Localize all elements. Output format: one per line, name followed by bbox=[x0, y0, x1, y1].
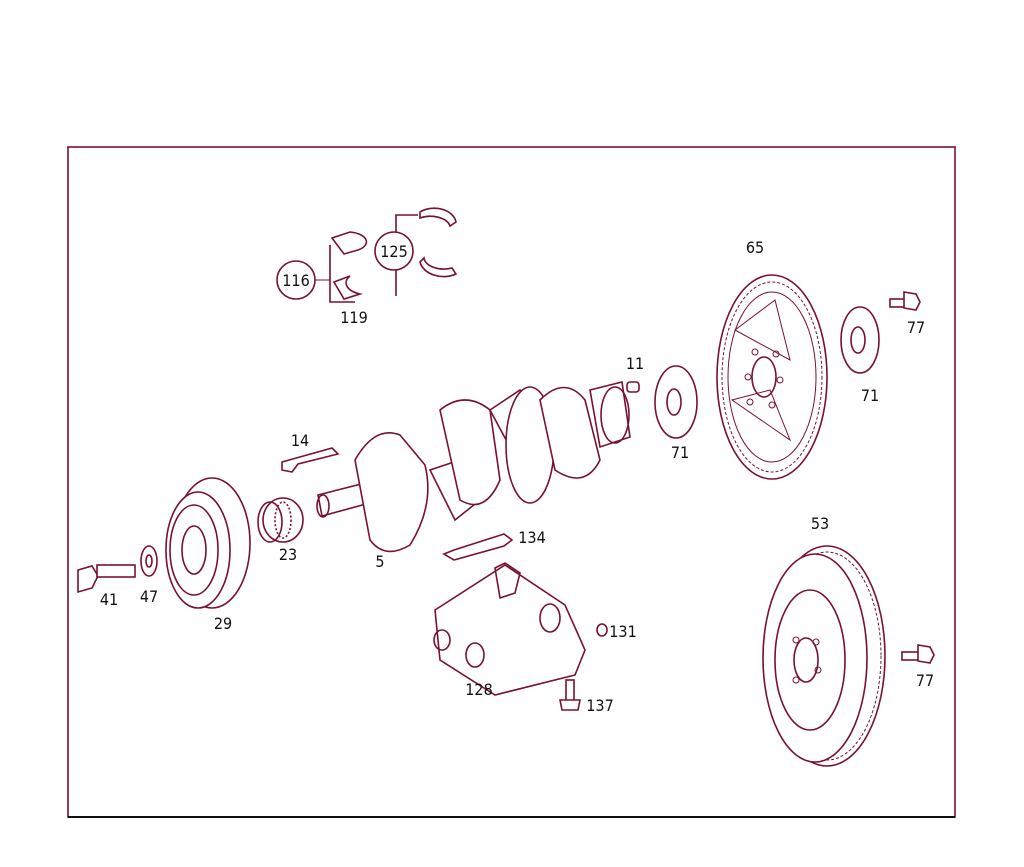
part-label-131: 131 bbox=[609, 622, 636, 641]
part-label-23: 23 bbox=[279, 545, 297, 564]
part-label-134: 134 bbox=[518, 528, 545, 547]
part-label-71-front: 71 bbox=[671, 443, 689, 462]
part-label-53: 53 bbox=[811, 514, 829, 533]
part-label-14: 14 bbox=[291, 431, 309, 450]
part-label-29: 29 bbox=[214, 614, 232, 633]
oil-pump-chain-tensioner-134[interactable] bbox=[442, 533, 514, 561]
part-label-119: 119 bbox=[340, 308, 367, 327]
flywheel-53[interactable] bbox=[762, 545, 886, 767]
part-label-11: 11 bbox=[626, 354, 644, 373]
part-label-71-rear: 71 bbox=[861, 386, 879, 405]
part-label-137: 137 bbox=[586, 696, 613, 715]
sprocket-23[interactable] bbox=[257, 497, 304, 543]
part-label-41: 41 bbox=[100, 590, 118, 609]
bolt-41[interactable] bbox=[77, 564, 136, 594]
part-label-128: 128 bbox=[465, 680, 492, 699]
flex-plate-65[interactable] bbox=[716, 274, 828, 480]
washer-47[interactable] bbox=[140, 545, 158, 577]
plug-131[interactable] bbox=[596, 623, 608, 637]
part-label-65: 65 bbox=[746, 238, 764, 257]
shim-71-front[interactable] bbox=[654, 365, 698, 439]
dowel-pin-11[interactable] bbox=[626, 381, 640, 393]
part-label-77-upper: 77 bbox=[907, 318, 925, 337]
crankshaft-5[interactable] bbox=[316, 381, 631, 553]
woodruff-key-14[interactable] bbox=[281, 447, 340, 473]
bearing-shells-116[interactable] bbox=[276, 231, 368, 303]
bolt-77-lower[interactable] bbox=[901, 644, 935, 664]
part-label-47: 47 bbox=[140, 587, 158, 606]
part-label-5: 5 bbox=[375, 552, 384, 571]
part-label-125: 125 bbox=[380, 242, 407, 261]
oil-pump-128[interactable] bbox=[433, 562, 586, 696]
shim-71-rear[interactable] bbox=[840, 306, 880, 374]
part-label-116: 116 bbox=[282, 271, 309, 290]
bolt-77-upper[interactable] bbox=[889, 291, 921, 311]
part-label-77-lower: 77 bbox=[916, 671, 934, 690]
vibration-damper-29[interactable] bbox=[165, 477, 251, 609]
bearing-shells-125[interactable] bbox=[374, 207, 458, 296]
bolt-137[interactable] bbox=[559, 679, 581, 711]
